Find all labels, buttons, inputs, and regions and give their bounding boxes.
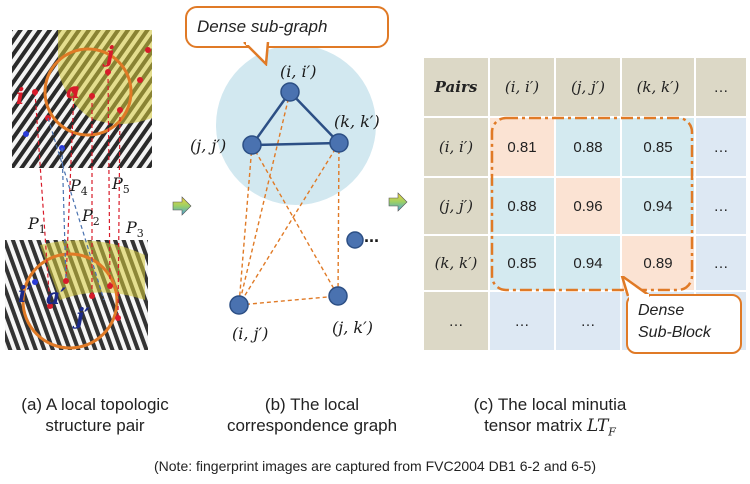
matrix-cell: …	[696, 236, 746, 290]
matrix-cell: 0.89	[622, 236, 694, 290]
matrix-corner-header: Pairs	[424, 58, 488, 116]
row-header: (j, j′)	[424, 178, 488, 234]
label-p4: P4	[70, 176, 88, 199]
matrix-cell: …	[556, 292, 620, 350]
label-i-prime: i′	[18, 282, 33, 308]
arrow-right-icon	[172, 196, 192, 216]
weak-edges	[238, 91, 340, 306]
node-label-ij: (i, j′)	[232, 324, 269, 343]
callout-pointer-2	[620, 276, 651, 300]
dense-region-circle	[216, 45, 376, 205]
matrix-cell: …	[696, 178, 746, 234]
label-a-prime: a′	[46, 284, 67, 310]
label-j-prime: j′	[76, 304, 90, 330]
dense-subblock-outline	[490, 116, 694, 292]
bottom-fingerprint-image	[5, 240, 148, 350]
col-header: (k, k′)	[622, 58, 694, 116]
label-p2: P2	[82, 206, 100, 229]
fingerprint-figure	[5, 30, 152, 350]
top-fingerprint-image	[12, 30, 152, 168]
matrix-cell: 0.94	[622, 178, 694, 234]
matrix-cell: 0.85	[622, 118, 694, 176]
node-label-kk: (k, k′)	[334, 112, 380, 131]
node-ii	[280, 82, 300, 102]
label-p5: P5	[112, 174, 130, 197]
caption-b: (b) The local correspondence graph	[226, 395, 398, 435]
dense-subblock-callout: Dense Sub-Block	[626, 294, 742, 354]
dense-subgraph-callout-text: Dense sub-graph	[197, 17, 328, 36]
node-ij	[229, 295, 249, 315]
footnote: (Note: fingerprint images are captured f…	[154, 458, 596, 474]
label-i: i	[16, 84, 25, 110]
correspondence-lines	[34, 71, 121, 319]
row-header: (k, k′)	[424, 236, 488, 290]
label-p3: P3	[126, 218, 144, 241]
col-header: (i, i′)	[490, 58, 554, 116]
node-jk	[328, 286, 348, 306]
col-header: (j, j′)	[556, 58, 620, 116]
row-header: …	[424, 292, 488, 350]
node-label-more: ...	[364, 226, 380, 246]
node-label-jk: (j, k′)	[332, 318, 373, 337]
col-header: …	[696, 58, 746, 116]
caption-a: (a) A local topologic structure pair	[21, 395, 169, 435]
dense-subblock-callout-line1: Dense	[638, 302, 685, 319]
label-p1: P1	[28, 214, 46, 237]
label-j: j	[106, 42, 114, 68]
node-kk	[329, 133, 349, 153]
matrix-cell: 0.94	[556, 236, 620, 290]
strong-edges	[250, 91, 340, 147]
matrix-cell: …	[696, 118, 746, 176]
caption-c: (c) The local minutia tensor matrix LTF	[473, 395, 627, 439]
dense-subgraph-callout: Dense sub-graph	[185, 6, 389, 48]
matrix-cell: 0.81	[490, 118, 554, 176]
node-more	[346, 231, 364, 249]
matrix-cell: 0.88	[556, 118, 620, 176]
node-label-jj: (j, j′)	[190, 136, 227, 155]
matrix-cell: …	[490, 292, 554, 350]
node-jj	[242, 135, 262, 155]
dense-subblock-callout-line2: Sub-Block	[638, 324, 711, 341]
label-a: a	[66, 78, 81, 104]
matrix-cell: 0.96	[556, 178, 620, 234]
row-header: (i, i′)	[424, 118, 488, 176]
arrow-right-icon-2	[388, 192, 408, 212]
node-label-ii: (i, i′)	[280, 62, 317, 81]
callout-pointer	[243, 42, 270, 66]
matrix-cell: 0.88	[490, 178, 554, 234]
correspondence-graph	[216, 45, 376, 315]
matrix-cell: 0.85	[490, 236, 554, 290]
